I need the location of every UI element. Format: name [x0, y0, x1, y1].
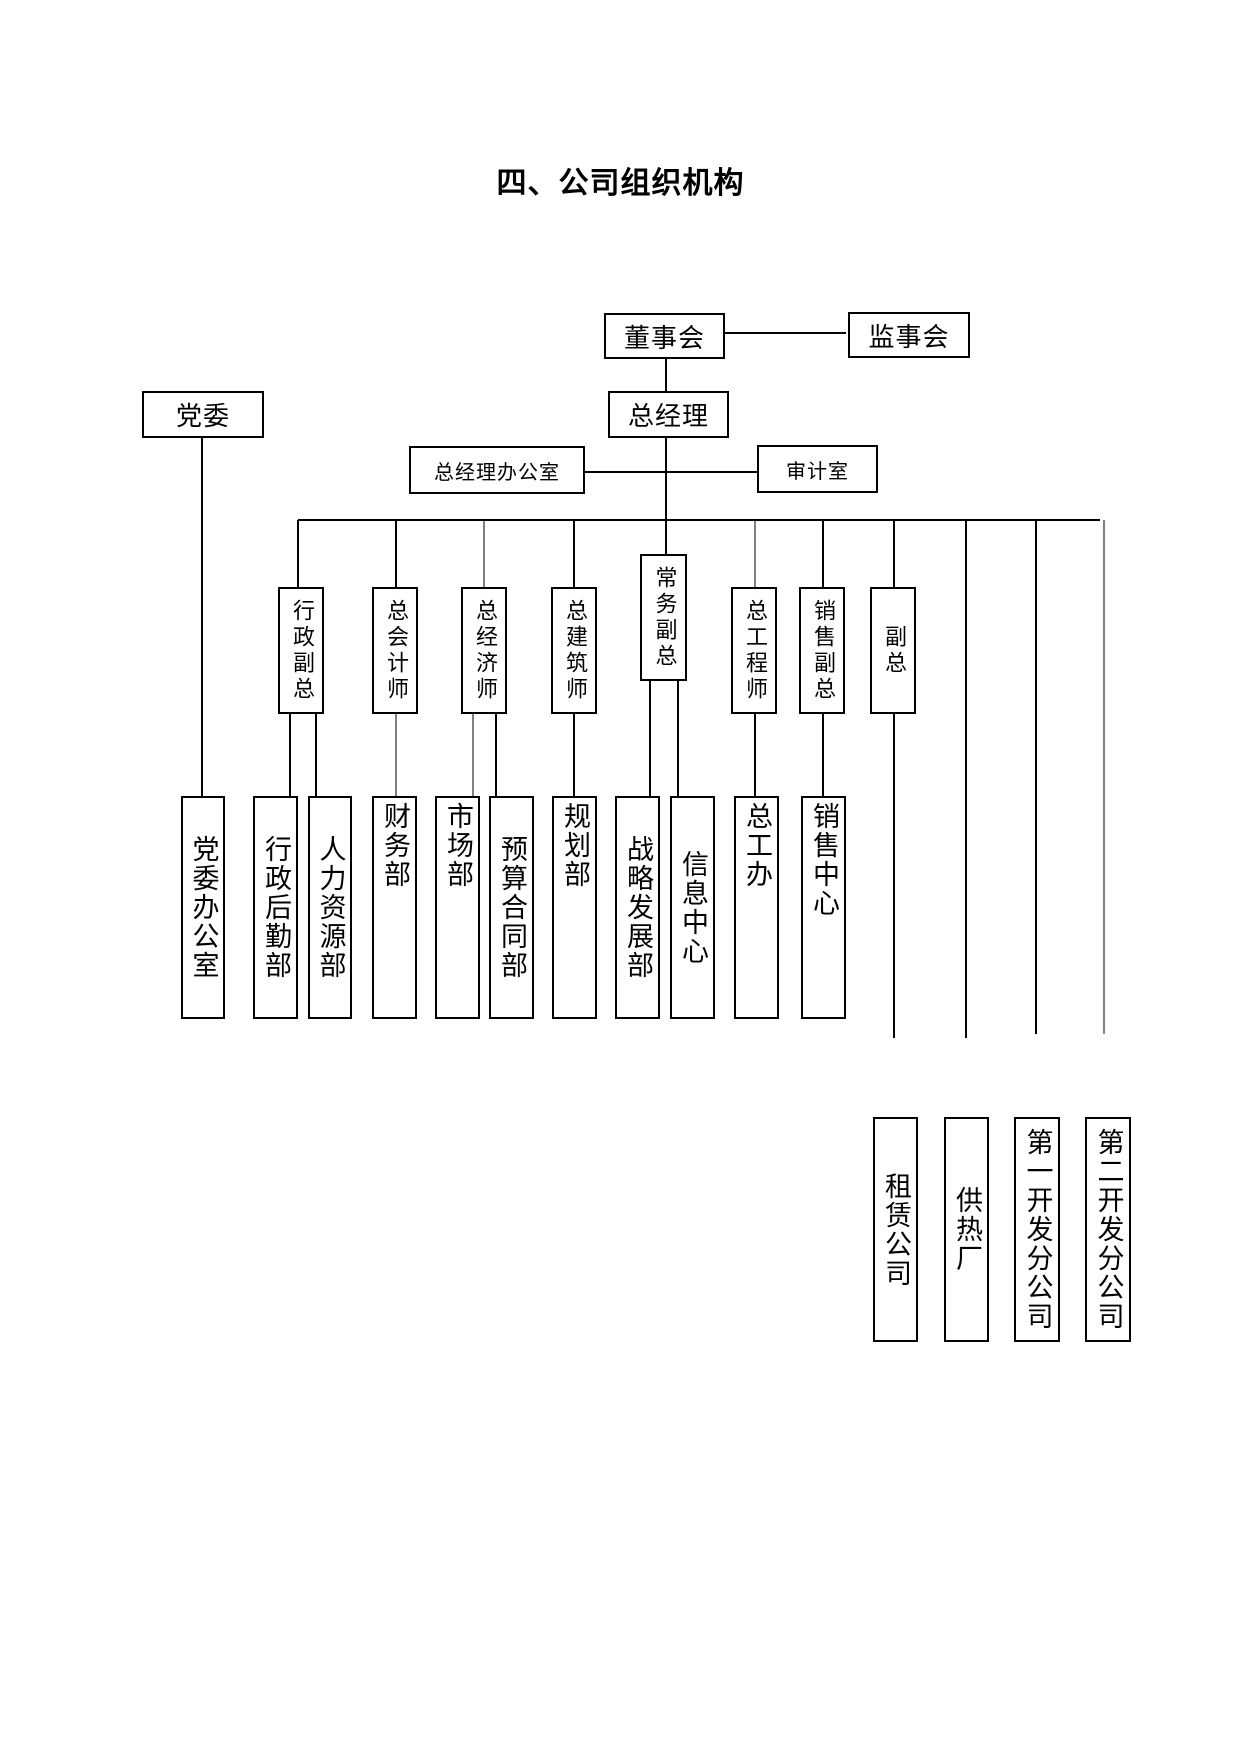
dept-admin-logistics: 行政后勤部 — [253, 796, 298, 1019]
dept-human-resources: 人力资源部 — [308, 796, 352, 1019]
audit-office-box: 审计室 — [757, 445, 878, 493]
exec-sales-vp: 销售副总 — [799, 587, 845, 714]
dept-finance: 财务部 — [372, 796, 417, 1019]
exec-chief-economist: 总经济师 — [461, 587, 507, 714]
page-title: 四、公司组织机构 — [496, 166, 745, 201]
dept-engineering-office: 总工办 — [734, 796, 779, 1019]
sub-heating-plant: 供热厂 — [944, 1117, 989, 1342]
dept-planning: 规划部 — [552, 796, 597, 1019]
exec-chief-accountant: 总会计师 — [372, 587, 418, 714]
exec-vp: 副总 — [870, 587, 916, 714]
party-committee-box: 党委 — [142, 391, 264, 438]
dept-budget-contract: 预算合同部 — [489, 796, 534, 1019]
dept-strategy: 战略发展部 — [615, 796, 660, 1019]
general-manager-box: 总经理 — [608, 391, 729, 438]
exec-chief-engineer: 总工程师 — [731, 587, 777, 714]
exec-admin-vp: 行政副总 — [278, 587, 324, 714]
dept-sales-center: 销售中心 — [801, 796, 846, 1019]
exec-executive-vp: 常务副总 — [640, 554, 687, 681]
sub-leasing: 租赁公司 — [873, 1117, 918, 1342]
dept-party-office: 党委办公室 — [181, 796, 225, 1019]
supervisors-box: 监事会 — [848, 312, 970, 358]
dept-info-center: 信息中心 — [670, 796, 715, 1019]
dept-market: 市场部 — [435, 796, 480, 1019]
board-box: 董事会 — [604, 313, 725, 359]
gm-office-box: 总经理办公室 — [409, 446, 585, 494]
sub-dev-branch-1: 第一开发分公司 — [1014, 1117, 1060, 1342]
exec-chief-architect: 总建筑师 — [551, 587, 597, 714]
sub-dev-branch-2: 第二开发分公司 — [1085, 1117, 1131, 1342]
